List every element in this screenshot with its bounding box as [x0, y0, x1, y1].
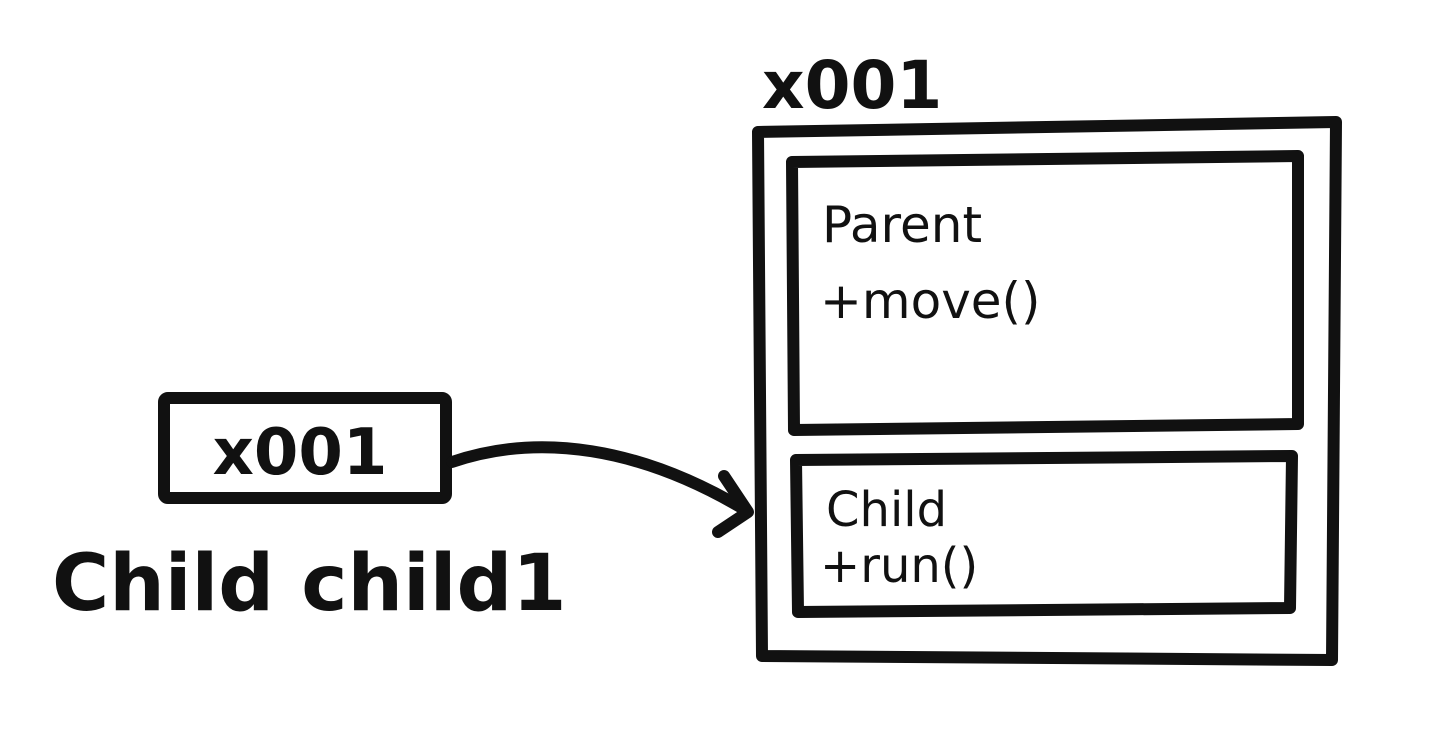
child-section-box — [790, 450, 1298, 618]
variable-declaration: Child child1 — [52, 539, 567, 629]
object-outer-box — [752, 116, 1342, 666]
arrow-shaft — [446, 441, 748, 514]
child-class-name: Child — [826, 482, 947, 538]
reference-variable: x001 Child child1 — [52, 392, 567, 629]
object-address-label: x001 — [762, 47, 942, 124]
heap-object: x001 Parent +move() Child +run() — [752, 47, 1342, 666]
child-section: Child +run() — [790, 450, 1298, 618]
child-method: +run() — [820, 538, 978, 594]
reference-arrow — [446, 441, 754, 538]
reference-address-value: x001 — [213, 416, 388, 490]
reference-box — [158, 392, 452, 504]
arrowhead-icon — [712, 470, 754, 538]
parent-section-box — [786, 150, 1304, 436]
parent-section: Parent +move() — [786, 150, 1304, 436]
parent-class-name: Parent — [822, 196, 982, 254]
parent-method: +move() — [820, 272, 1041, 330]
